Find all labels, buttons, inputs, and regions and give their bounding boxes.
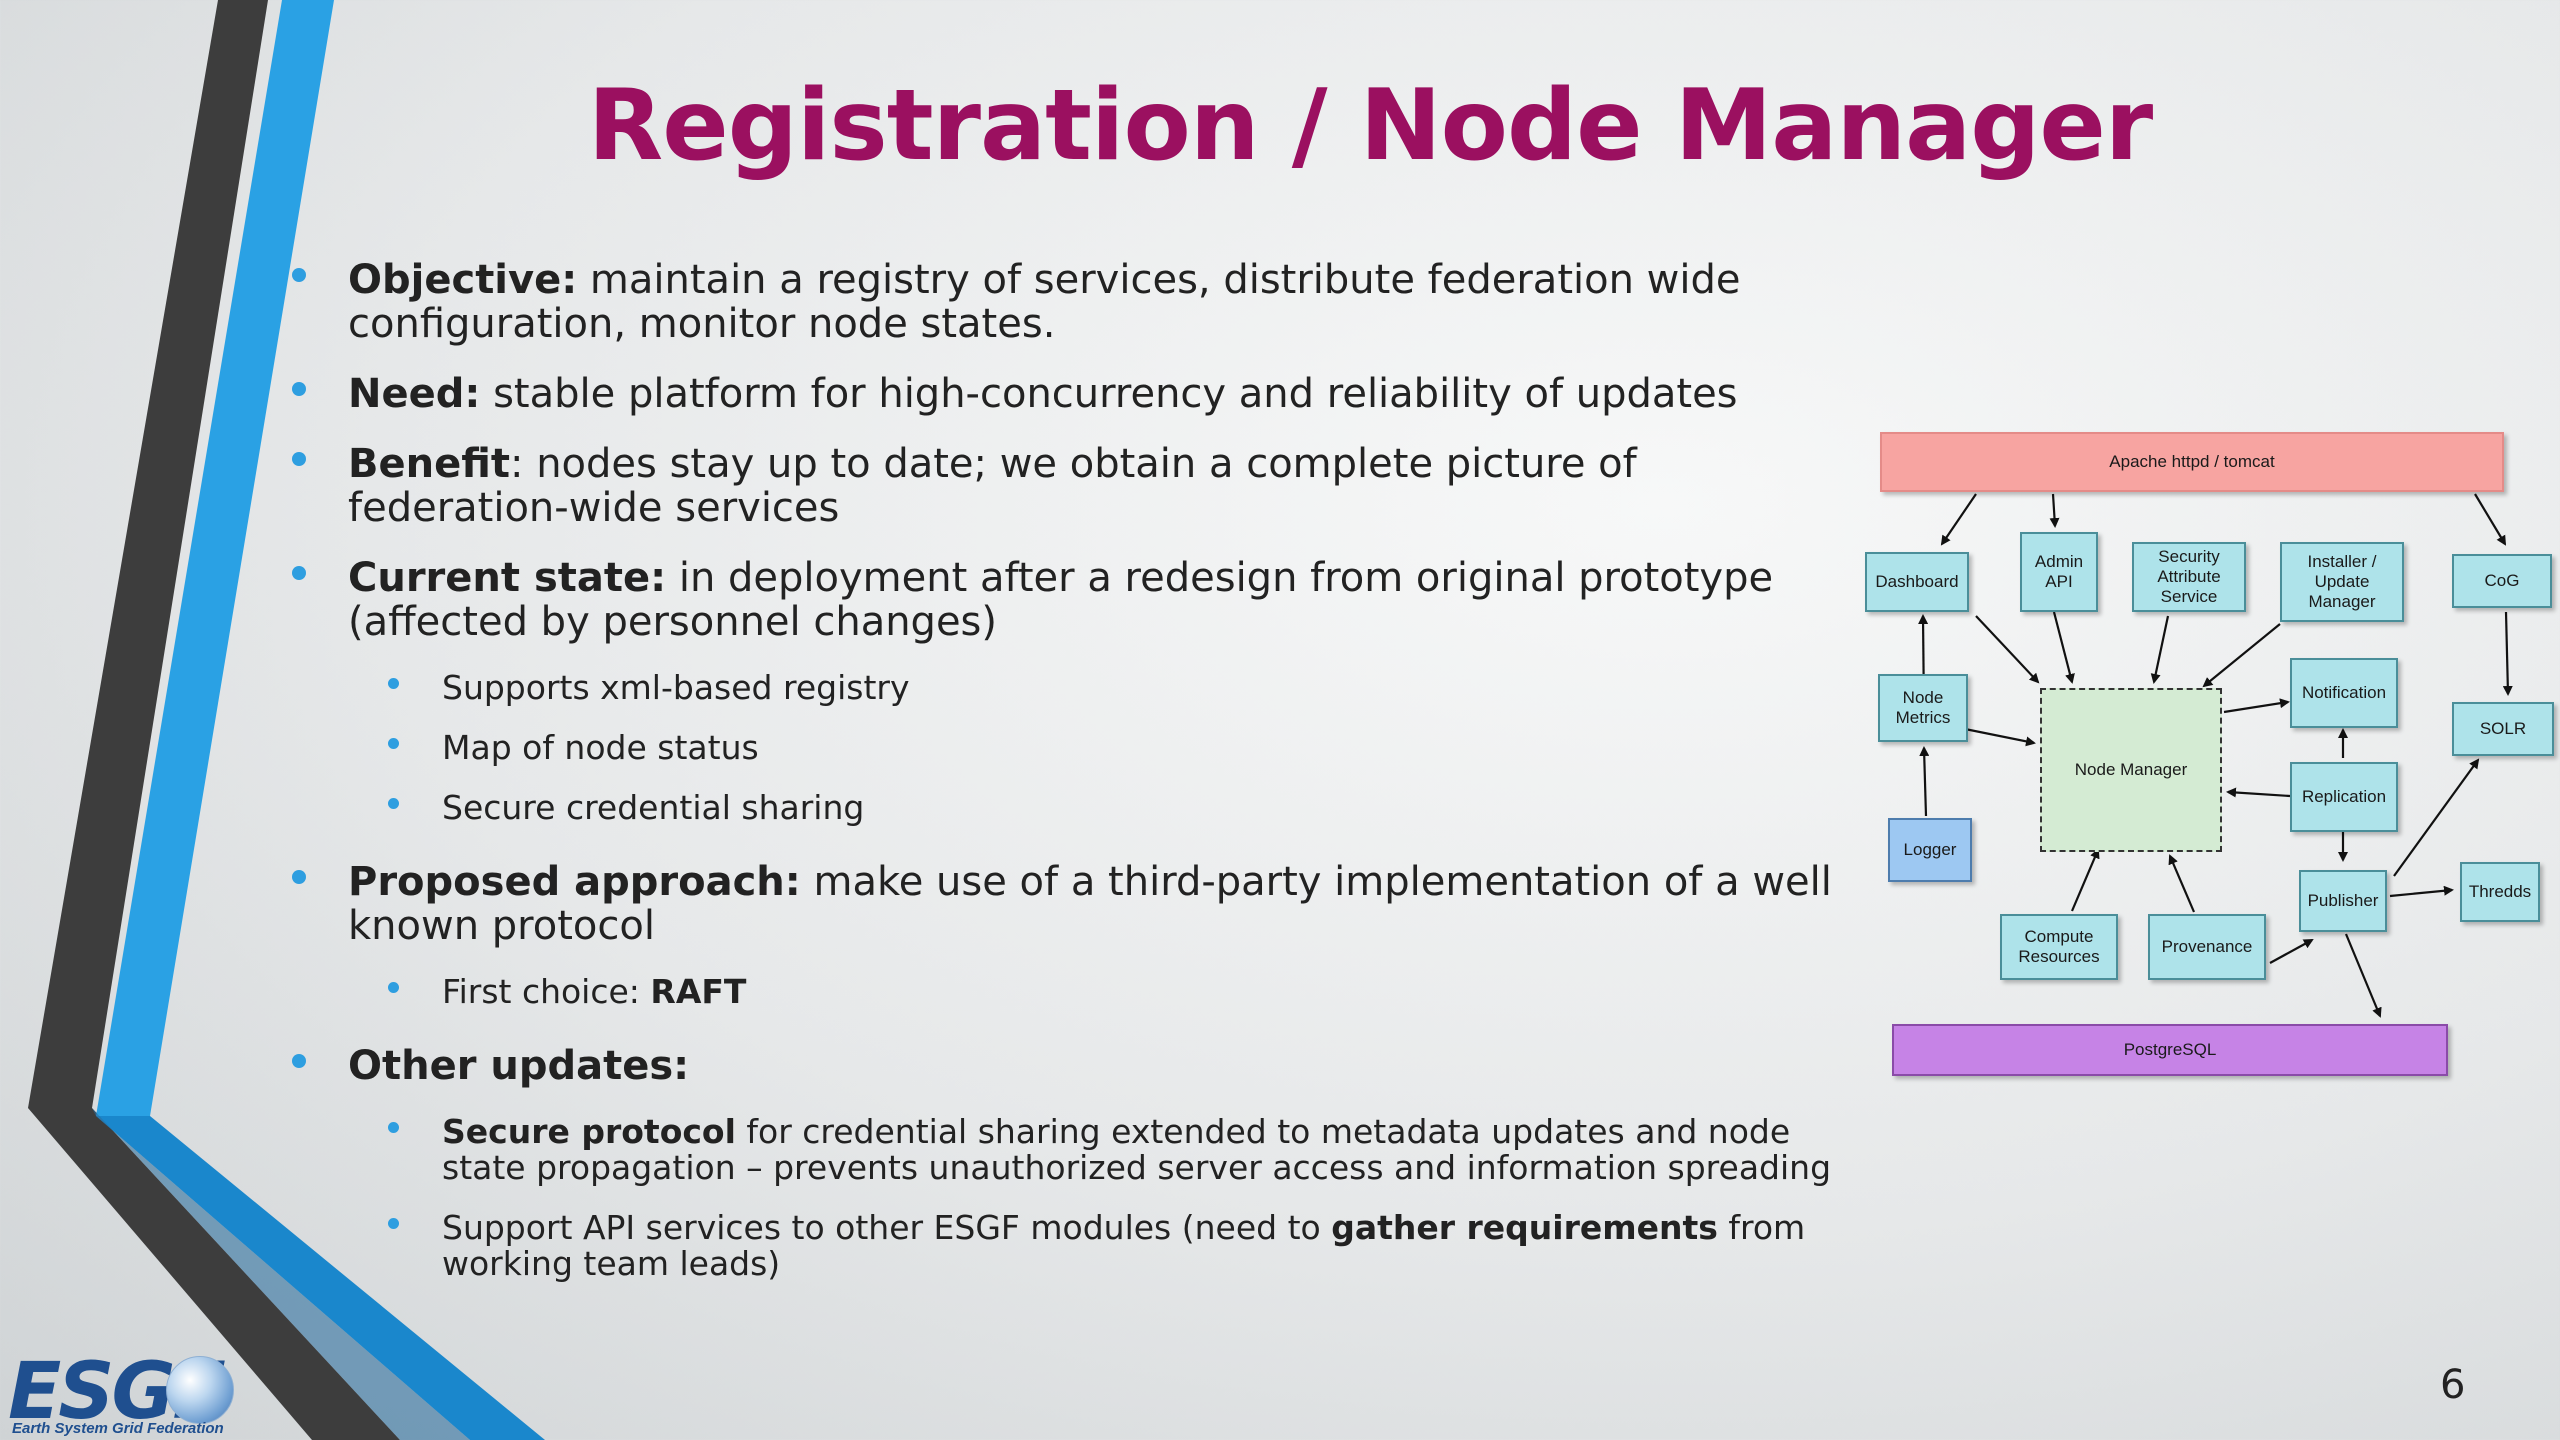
node-notification: Notification [2290, 658, 2398, 728]
page-number: 6 [2440, 1362, 2466, 1408]
bullet-need: Need: stable platform for high-concurren… [290, 372, 1860, 416]
objective-text: maintain a registry of services, distrib… [348, 257, 1741, 347]
other-label: Other updates: [348, 1043, 690, 1089]
first-choice-value: RAFT [650, 972, 747, 1011]
bullet-list: Objective: maintain a registry of servic… [290, 258, 1860, 1306]
node-logger: Logger [1888, 818, 1972, 882]
esgf-logo: ESGF Earth System Grid Federation [8, 1352, 248, 1440]
support-api-post: from working team leads) [442, 1208, 1806, 1283]
globe-icon [166, 1356, 234, 1424]
node-installer: Installer / Update Manager [2280, 542, 2404, 622]
sub-bullet-node-status: Map of node status [290, 730, 1860, 766]
sub-bullet-support-api: Support API services to other ESGF modul… [290, 1210, 1860, 1282]
objective-label: Objective: [348, 257, 578, 303]
node-admin-api: Admin API [2020, 532, 2098, 612]
architecture-diagram: Apache httpd / tomcat Dashboard Admin AP… [1862, 430, 2554, 1080]
current-text: in deployment after a redesign from orig… [348, 555, 1774, 645]
slide-title: Registration / Node Manager [587, 69, 2153, 183]
logo-subtitle: Earth System Grid Federation [12, 1420, 224, 1437]
secure-protocol-text: for credential sharing extended to metad… [442, 1112, 1832, 1187]
node-node-manager: Node Manager [2040, 688, 2222, 852]
need-text: stable platform for high-concurrency and… [480, 371, 1738, 417]
node-cog: CoG [2452, 554, 2552, 608]
node-thredds: Thredds [2460, 862, 2540, 922]
node-provenance: Provenance [2148, 914, 2266, 980]
secure-protocol-bold: Secure protocol [442, 1112, 736, 1151]
bullet-objective: Objective: maintain a registry of servic… [290, 258, 1860, 346]
bullet-current-state: Current state: in deployment after a red… [290, 556, 1860, 644]
sub-bullet-secure-protocol: Secure protocol for credential sharing e… [290, 1114, 1860, 1186]
support-api-bold: gather requirements [1331, 1208, 1718, 1247]
sub-bullet-credential-sharing: Secure credential sharing [290, 790, 1860, 826]
node-publisher: Publisher [2299, 870, 2387, 932]
node-postgresql: PostgreSQL [1892, 1024, 2448, 1076]
node-compute: Compute Resources [2000, 914, 2118, 980]
node-solr: SOLR [2452, 702, 2554, 756]
first-choice-prefix: First choice: [442, 972, 651, 1011]
need-label: Need: [348, 371, 481, 417]
node-apache: Apache httpd / tomcat [1880, 432, 2504, 492]
benefit-text: : nodes stay up to date; we obtain a com… [348, 441, 1637, 531]
node-dashboard: Dashboard [1865, 552, 1969, 612]
node-security: Security Attribute Service [2132, 542, 2246, 612]
bullet-other-updates: Other updates: [290, 1044, 1860, 1088]
diagram-arrows [1918, 493, 2513, 1018]
proposed-text: make use of a third-party implementation… [348, 859, 1832, 949]
bullet-proposed-approach: Proposed approach: make use of a third-p… [290, 860, 1860, 948]
node-node-metrics: Node Metrics [1878, 674, 1968, 742]
sub-bullet-first-choice: First choice: RAFT [290, 974, 1860, 1010]
bullet-benefit: Benefit: nodes stay up to date; we obtai… [290, 442, 1860, 530]
proposed-label: Proposed approach: [348, 859, 801, 905]
current-label: Current state: [348, 555, 667, 601]
node-replication: Replication [2290, 762, 2398, 832]
support-api-pre: Support API services to other ESGF modul… [442, 1208, 1332, 1247]
benefit-label: Benefit [348, 441, 510, 487]
sub-bullet-xml-registry: Supports xml-based registry [290, 670, 1860, 706]
